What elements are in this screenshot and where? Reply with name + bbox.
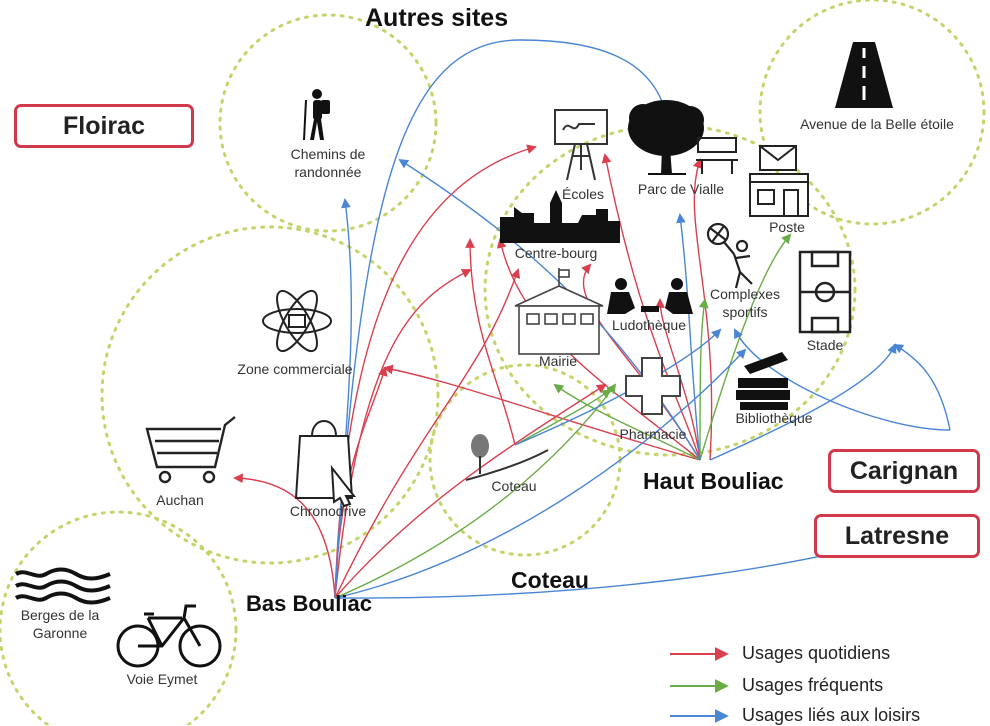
whiteboard-icon bbox=[554, 109, 608, 181]
floirac-box: Floirac bbox=[14, 104, 194, 148]
legend-item-frequent: Usages fréquents bbox=[742, 675, 883, 696]
zone-haut-bouliac: Haut Bouliac bbox=[643, 468, 784, 494]
label-poste: Poste bbox=[769, 219, 805, 235]
label-ecoles: Écoles bbox=[561, 186, 605, 202]
town-hall-icon bbox=[514, 268, 604, 355]
label-pharmacie: Pharmacie bbox=[619, 426, 687, 442]
shopping-cart-icon bbox=[145, 416, 236, 484]
legend-label-leisure: Usages liés aux loisirs bbox=[742, 705, 921, 725]
legend-label-frequent: Usages fréquents bbox=[742, 675, 884, 695]
frequent-usage-arrows bbox=[334, 233, 792, 599]
village-skyline-icon bbox=[500, 190, 620, 243]
zone-coteau: Coteau bbox=[511, 567, 589, 593]
zone-circle-berges bbox=[0, 510, 238, 725]
road-icon bbox=[835, 42, 893, 108]
label-parc: Parc de Vialle bbox=[637, 181, 725, 197]
board-game-players-icon bbox=[607, 278, 693, 314]
label-centre-bourg: Centre-bourg bbox=[514, 245, 598, 261]
label-zone-commerciale: Zone commerciale bbox=[237, 361, 353, 377]
zone-circle-chemins bbox=[218, 13, 438, 233]
label-voie-eymet: Voie Eymet bbox=[126, 671, 198, 687]
label-auchan: Auchan bbox=[156, 492, 204, 508]
tennis-player-icon bbox=[706, 222, 753, 289]
label-stade: Stade bbox=[806, 337, 844, 353]
legend-arrows bbox=[670, 647, 729, 723]
stadium-icon bbox=[798, 250, 852, 334]
zone-bas-bouliac: Bas Bouliac bbox=[246, 591, 372, 616]
label-ludotheque: Ludothèque bbox=[612, 317, 686, 333]
label-berges: Berges de la Garonne bbox=[20, 607, 100, 641]
hiker-icon bbox=[303, 89, 330, 141]
label-avenue: Avenue de la Belle étoile bbox=[800, 116, 954, 132]
label-chemins: Chemins de randonnée bbox=[290, 146, 366, 180]
shopping-bag-cursor-icon bbox=[294, 420, 357, 508]
carignan-box: Carignan bbox=[828, 449, 980, 493]
river-waves-icon bbox=[14, 567, 111, 605]
commercial-zone-icon bbox=[262, 289, 332, 353]
tree-icon bbox=[628, 100, 704, 175]
bicycle-icon bbox=[116, 604, 222, 668]
label-mairie: Mairie bbox=[538, 353, 578, 369]
label-coteau: Coteau bbox=[491, 478, 537, 494]
diagram-title: Autres sites bbox=[365, 4, 509, 32]
pharmacy-cross-icon bbox=[625, 357, 681, 415]
hill-tree-icon bbox=[465, 434, 549, 481]
post-office-icon bbox=[749, 145, 809, 217]
latresne-box: Latresne bbox=[814, 514, 980, 558]
label-chronodrive: Chronodrive bbox=[289, 503, 367, 519]
zone-circle-haut-bouliac bbox=[483, 123, 857, 457]
zone-circle-commercial bbox=[100, 225, 440, 565]
legend-label-daily: Usages quotidiens bbox=[742, 643, 891, 663]
label-complexes: Complexes sportifs bbox=[709, 286, 781, 320]
label-bibliotheque: Bibliothèque bbox=[735, 410, 813, 426]
zone-circle-avenue bbox=[758, 0, 986, 226]
legend-item-daily: Usages quotidiens bbox=[742, 643, 890, 664]
legend-item-leisure: Usages liés aux loisirs bbox=[742, 705, 920, 726]
bench-icon bbox=[696, 137, 738, 174]
books-icon bbox=[736, 352, 790, 410]
